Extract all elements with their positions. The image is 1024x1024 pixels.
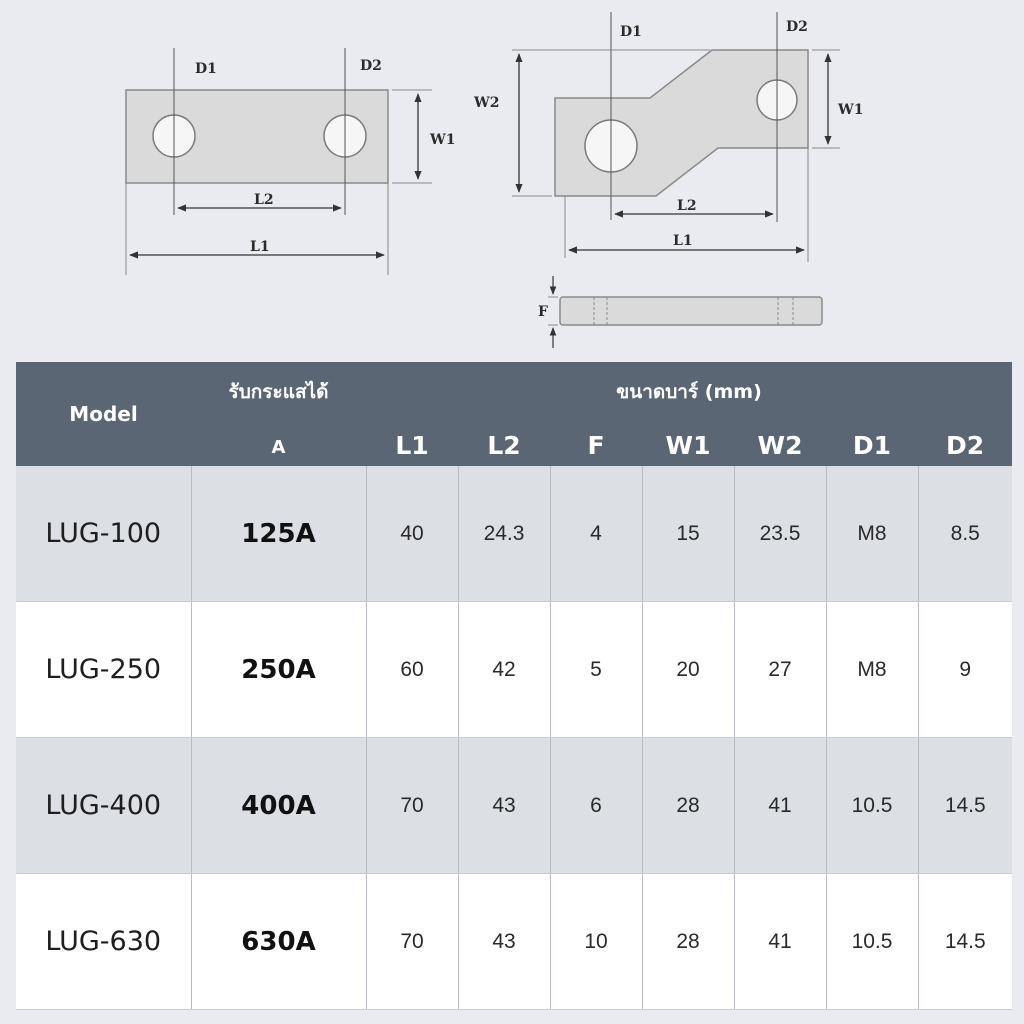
table-row: LUG-630 630A 70 43 10 28 41 10.5 14.5 (16, 873, 1013, 1010)
label-right-d2: D2 (786, 19, 808, 35)
table-row: LUG-400 400A 70 43 6 28 41 10.5 14.5 (16, 737, 1013, 874)
cell-l2: 43 (458, 737, 551, 874)
cell-current: 250A (191, 601, 367, 738)
label-left-d1: D1 (195, 61, 217, 77)
cell-current: 630A (191, 873, 367, 1010)
header-d1: D1 (826, 413, 918, 466)
cell-model: LUG-100 (16, 466, 192, 602)
header-current-unit: A (191, 413, 366, 466)
cell-l2: 24.3 (458, 466, 551, 602)
side-view-drawing: F (538, 276, 823, 348)
table-header-row-bottom: A L1 L2 F W1 W2 D1 D2 (16, 413, 1013, 466)
table-header-row-top: Model รับกระแสได้ ขนาดบาร์ (mm) (16, 362, 1013, 466)
header-bar-size: ขนาดบาร์ (mm) (366, 362, 1013, 413)
label-right-l1: L1 (673, 233, 693, 249)
cell-l1: 60 (366, 601, 459, 738)
cell-w1: 28 (642, 873, 735, 1010)
label-right-l2: L2 (677, 198, 697, 214)
cell-l1: 40 (366, 466, 459, 602)
label-right-w2: W2 (473, 95, 499, 111)
header-current: รับกระแสได้ (191, 362, 366, 413)
label-left-l1: L1 (250, 239, 270, 255)
cell-l2: 43 (458, 873, 551, 1010)
label-right-w1: W1 (837, 102, 863, 118)
cell-d2: 14.5 (918, 873, 1013, 1010)
label-side-f: F (538, 304, 548, 320)
cell-model: LUG-630 (16, 873, 192, 1010)
cell-w2: 41 (734, 737, 827, 874)
cell-d1: 10.5 (826, 873, 919, 1010)
table-row: LUG-250 250A 60 42 5 20 27 M8 9 (16, 601, 1013, 738)
header-d2: D2 (918, 413, 1013, 466)
cell-f: 10 (550, 873, 643, 1010)
offset-lug-drawing: D1 D2 W2 W1 L2 L1 (473, 12, 863, 262)
cell-l1: 70 (366, 873, 459, 1010)
side-view-bar (559, 296, 823, 326)
header-f: F (550, 413, 642, 466)
cell-f: 4 (550, 466, 643, 602)
cell-f: 6 (550, 737, 643, 874)
table-row: LUG-100 125A 40 24.3 4 15 23.5 M8 8.5 (16, 466, 1013, 602)
straight-lug-drawing: D1 D2 W1 L2 L1 (125, 48, 455, 275)
header-l1: L1 (366, 413, 458, 466)
cell-w1: 15 (642, 466, 735, 602)
cell-l1: 70 (366, 737, 459, 874)
cell-f: 5 (550, 601, 643, 738)
cell-w2: 27 (734, 601, 827, 738)
cell-w2: 41 (734, 873, 827, 1010)
cell-current: 125A (191, 466, 367, 602)
offset-lug-body (554, 49, 809, 197)
label-left-l2: L2 (254, 192, 274, 208)
cell-d1: 10.5 (826, 737, 919, 874)
cell-w1: 28 (642, 737, 735, 874)
cell-d1: M8 (826, 601, 919, 738)
lug-technical-drawings: D1 D2 W1 L2 L1 D1 D2 W2 W1 L2 L1 (125, 12, 863, 348)
cell-d2: 14.5 (918, 737, 1013, 874)
cell-model: LUG-400 (16, 737, 192, 874)
header-w2: W2 (734, 413, 826, 466)
header-w1: W1 (642, 413, 734, 466)
header-l2: L2 (458, 413, 550, 466)
cell-model: LUG-250 (16, 601, 192, 738)
cell-l2: 42 (458, 601, 551, 738)
lug-spec-table: Model รับกระแสได้ ขนาดบาร์ (mm) A L1 L2 … (16, 362, 1013, 1010)
cell-d1: M8 (826, 466, 919, 602)
cell-current: 400A (191, 737, 367, 874)
label-right-d1: D1 (620, 24, 642, 40)
cell-d2: 9 (918, 601, 1013, 738)
header-model: Model (16, 362, 191, 466)
cell-w1: 20 (642, 601, 735, 738)
label-left-d2: D2 (360, 58, 382, 74)
label-left-w1: W1 (429, 132, 455, 148)
cell-d2: 8.5 (918, 466, 1013, 602)
cell-w2: 23.5 (734, 466, 827, 602)
